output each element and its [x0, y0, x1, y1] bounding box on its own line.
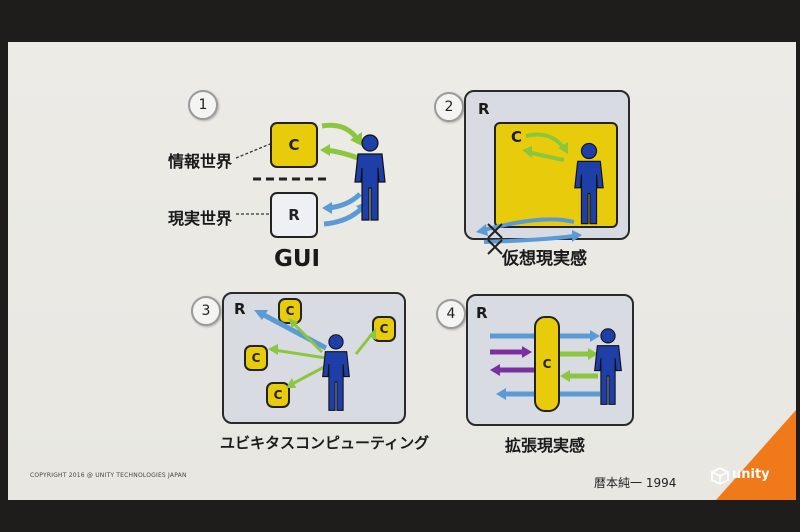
unity-logo-text: unity [732, 467, 770, 482]
c-box: C [266, 382, 290, 408]
slide: 1 C R 情報世界 現実世界 GUI 2 R C [8, 42, 796, 500]
number-badge-4: 4 [436, 299, 466, 329]
unity-cube-icon [711, 466, 729, 486]
panel1-connectors [235, 143, 330, 215]
label-info-world: 情報世界 [168, 152, 233, 171]
panel2-arrows [476, 132, 582, 244]
copyright-text: COPYRIGHT 2016 @ UNITY TECHNOLOGIES JAPA… [30, 472, 187, 479]
r-label: R [476, 304, 488, 322]
label-real-world: 現実世界 [168, 209, 233, 228]
number-badge-1: 1 [188, 90, 218, 120]
caption-ubiquitous: ユビキタスコンピューティング [220, 434, 430, 452]
person-icon [574, 142, 604, 225]
c-label: C [511, 128, 523, 146]
person-icon [322, 334, 350, 411]
panel1-arrows [320, 122, 366, 227]
r-label: R [478, 100, 490, 118]
r-label: R [234, 300, 246, 318]
c-panel: C [534, 316, 560, 412]
cross-mark-icon [487, 239, 503, 255]
number-badge-3: 3 [191, 296, 221, 326]
number-badge-2: 2 [434, 92, 464, 122]
author-citation: 暦本純一 1994 [594, 476, 677, 490]
unity-logo [716, 410, 796, 500]
caption-gui: GUI [274, 246, 321, 272]
caption-vr: 仮想現実感 [502, 249, 587, 269]
c-box: C [244, 345, 268, 371]
person-icon [594, 328, 622, 405]
c-box: C [270, 122, 318, 168]
cross-mark-icon [487, 223, 503, 239]
caption-ar: 拡張現実感 [505, 436, 586, 455]
panel3-arrows [254, 310, 376, 388]
r-box: R [270, 192, 318, 238]
person-icon [354, 134, 386, 221]
